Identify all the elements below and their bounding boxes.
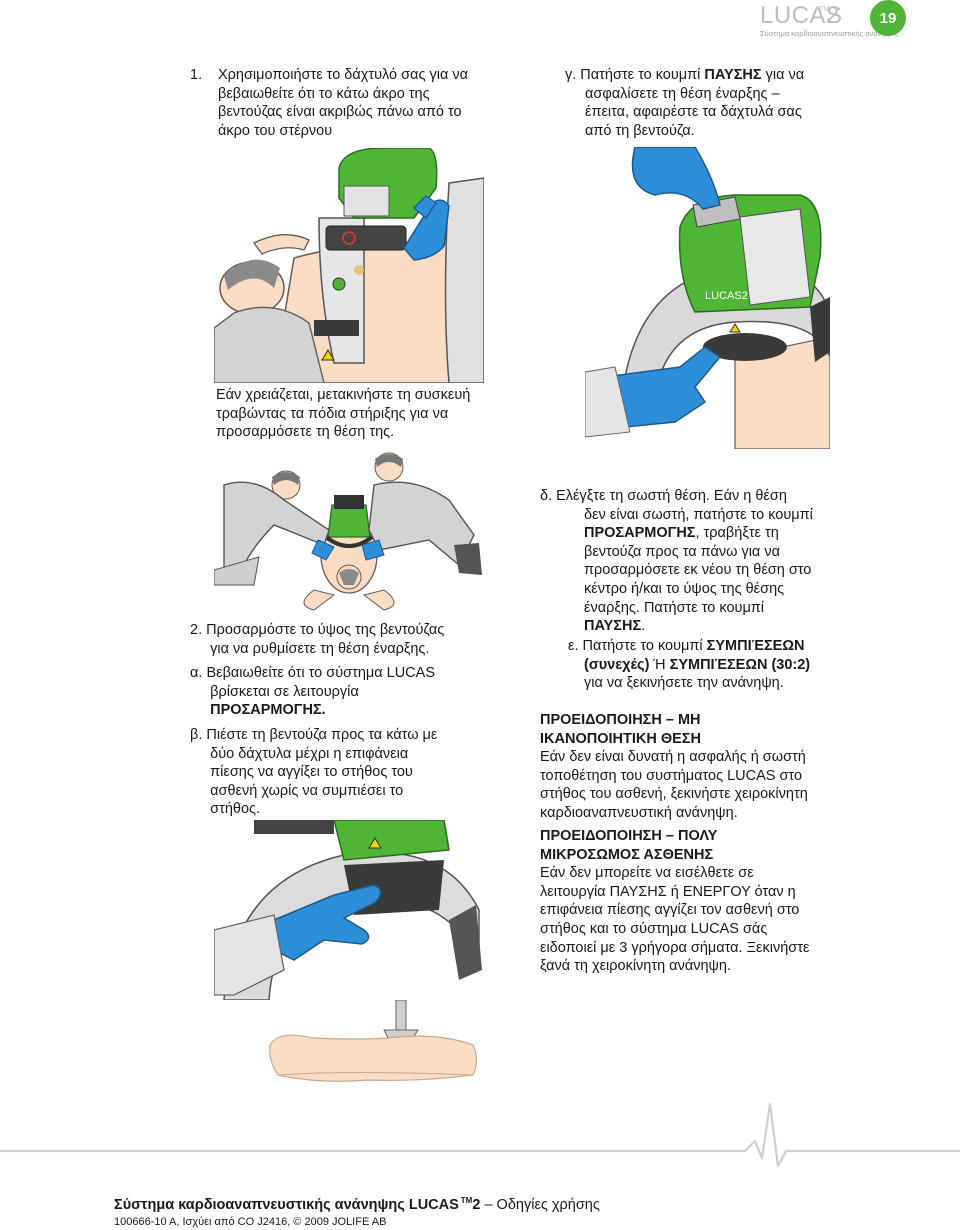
step-2b-line: δύο δάχτυλα μέχρι η επιφάνεια	[190, 745, 409, 762]
warning-2-title: ΜΙΚΡΟΣΩΜΟΣ ΑΣΘΕΝΗΣ	[540, 846, 714, 863]
warning-2-line: ειδοποιεί με 3 γρήγορα σήματα. Ξεκινήστε	[540, 939, 810, 956]
step-1-line: Χρησιμοποιήστε το δάχτυλό σας για να	[218, 67, 469, 83]
footer-title-text: Σύστημα καρδιοαναπνευστικής ανάνηψης LUC…	[114, 1196, 459, 1213]
illustration-two-fingers-press	[214, 820, 484, 1000]
step-g-line: ασφαλίσετε τη θέση έναρξης –	[585, 85, 780, 102]
brand-tagline: Σύστημα καρδιοαναπνευστικής ανάνηψης	[760, 29, 899, 38]
step-d-line: , τραβήξτε τη	[695, 525, 779, 542]
device-label: LUCAS2	[705, 290, 748, 302]
step-1-line: άκρο του στέρνου	[218, 122, 333, 139]
move-note-line: προσαρμόσετε τη θέση της.	[216, 424, 395, 441]
step-g-line: από τη βεντούζα.	[585, 122, 695, 139]
illustration-finger-sternum	[214, 148, 484, 383]
ecg-line-decoration	[0, 1102, 960, 1168]
footer-title: Σύστημα καρδιοαναπνευστικής ανάνηψης LUC…	[114, 1196, 600, 1213]
warning-1-title: ΠΡΟΕΙΔΟΠΟΙΗΣΗ – ΜΗ	[540, 712, 701, 728]
step-2-text: 2. Προσαρμόστε το ύψος της βεντούζας για…	[190, 621, 530, 819]
warning-1-line: τοποθέτηση του συστήματος LUCAS στο	[540, 767, 803, 784]
step-1-number: 1.	[190, 67, 203, 83]
step-2b-line: πίεσης να αγγίξει το στήθος του	[190, 764, 413, 781]
step-d-adjust-keyword: ΠΡΟΣΑΡΜΟΓΗΣ	[584, 525, 696, 542]
step-2b-line: ασθενή χωρίς να συμπιέσει το	[190, 782, 404, 799]
step-g-line1-a: γ. Πατήστε το κουμπί	[565, 67, 705, 83]
step-2-line: για να ρυθμίσετε τη θέση έναρξης.	[190, 640, 430, 657]
warning-2-line: επιφάνεια πίεσης αγγίζει τον ασθενή στο	[540, 902, 800, 919]
illustration-two-rescuers	[214, 445, 484, 615]
step-d-line: βεντούζα προς τα πάνω για να	[584, 543, 780, 560]
move-device-note: Εάν χρειάζεται, μετακινήστε τη συσκευή τ…	[216, 386, 546, 442]
footer-title-rest: – Οδηγίες χρήσης	[480, 1196, 600, 1213]
step-d-line: δεν είναι σωστή, πατήστε το κουμπί	[584, 506, 813, 523]
step-2b-line: στήθος.	[190, 801, 261, 818]
warning-2-line: ξανά τη χειροκίνητη ανάνηψη.	[540, 958, 731, 975]
warning-unsatisfactory-position: ΠΡΟΕΙΔΟΠΟΙΗΣΗ – ΜΗ ΙΚΑΝΟΠΟΙΗΤΙΚΗ ΘΕΣΗ Εά…	[540, 711, 870, 823]
warning-small-patient: ΠΡΟΕΙΔΟΠΟΙΗΣΗ – ΠΟΛΥ ΜΙΚΡΟΣΩΜΟΣ ΑΣΘΕΝΗΣ …	[540, 827, 870, 976]
illustration-side-view-chest	[268, 1000, 480, 1090]
footer-title-tm: TM	[460, 1196, 473, 1205]
warning-2-title: ΠΡΟΕΙΔΟΠΟΙΗΣΗ – ΠΟΛΥ	[540, 828, 718, 844]
step-g-text: γ. Πατήστε το κουμπί ΠΑΥΣΗΣ για να ασφαλ…	[565, 66, 905, 140]
footer-document-id: 100666-10 A, Ισχύει από CO J2416, © 2009…	[114, 1216, 387, 1228]
step-d-line: .	[641, 618, 646, 635]
page-number-badge: 19	[870, 0, 906, 36]
step-e-compressions-keyword: ΣΥΜΠΙΈΣΕΩΝ	[706, 638, 805, 654]
step-d-pause-keyword: ΠΑΥΣΗΣ	[584, 618, 642, 635]
step-2-line: 2. Προσαρμόστε το ύψος της βεντούζας	[190, 622, 445, 638]
step-d-text: δ. Ελέγξτε τη σωστή θέση. Εάν η θέση δεν…	[540, 487, 870, 636]
warning-1-title: ΙΚΑΝΟΠΟΙΗΤΙΚΗ ΘΕΣΗ	[540, 730, 701, 747]
move-note-line: τραβώντας τα πόδια στήριξης για να	[216, 405, 449, 422]
step-e-line1: ε. Πατήστε το κουμπί	[568, 638, 707, 654]
brand-logo-version: 2	[826, 2, 840, 29]
warning-2-line: λειτουργία ΠΑΥΣΗΣ ή ΕΝΕΡΓΟΥ όταν η	[540, 883, 796, 900]
illustration-press-pause: LUCAS2	[585, 147, 830, 449]
step-g-pause-keyword: ΠΑΥΣΗΣ	[704, 67, 762, 83]
warning-1-line: στήθος του ασθενή, ξεκινήστε χειροκίνητη	[540, 786, 808, 803]
step-2a-line: α. Βεβαιωθείτε ότι το σύστημα LUCAS	[190, 665, 435, 682]
step-d-line: προσαρμόσετε εκ νέου τη θέση στο	[584, 562, 812, 579]
step-1-line: βεβαιωθείτε ότι το κάτω άκρο της	[218, 85, 430, 102]
step-g-line: έπειτα, αφαιρέστε τα δάχτυλά σας	[585, 104, 802, 121]
footer-title-num: 2	[472, 1196, 481, 1213]
brand-logo-tm: TM	[819, 6, 830, 13]
step-e-text: ε. Πατήστε το κουμπί ΣΥΜΠΙΈΣΕΩΝ (συνεχές…	[568, 637, 888, 693]
step-d-line: κέντρο ή/και το ύψος της θέσης	[584, 580, 785, 597]
warning-1-line: Εάν δεν είναι δυνατή η ασφαλής ή σωστή	[540, 749, 806, 766]
warning-2-line: Εάν δεν μπορείτε να εισέλθετε σε	[540, 865, 754, 882]
step-e-or: Ή	[649, 656, 670, 673]
step-2a-line: βρίσκεται σε λειτουργία	[190, 683, 359, 700]
brand-logo: LUCAS	[760, 2, 843, 29]
warning-2-line: στήθος και το σύστημα LUCAS σάς	[540, 920, 768, 937]
step-d-line: έναρξης. Πατήστε το κουμπί	[584, 599, 765, 616]
warning-1-line: καρδιοαναπνευστική ανάνηψη.	[540, 804, 738, 821]
step-1-text: 1. Χρησιμοποιήστε το δάχτυλό σας για να …	[190, 66, 530, 140]
step-e-line: για να ξεκινήσετε την ανάνηψη.	[584, 675, 784, 692]
step-2b-line: β. Πιέστε τη βεντούζα προς τα κάτω με	[190, 726, 438, 743]
move-note-line: Εάν χρειάζεται, μετακινήστε τη συσκευή	[216, 387, 471, 403]
step-2a-adjust-keyword: ΠΡΟΣΑΡΜΟΓΗΣ.	[190, 702, 326, 719]
step-e-compressions-30-2-keyword: ΣΥΜΠΙΈΣΕΩΝ (30:2)	[669, 656, 811, 673]
step-d-line: δ. Ελέγξτε τη σωστή θέση. Εάν η θέση	[540, 488, 787, 504]
step-g-line1-c: για να	[761, 67, 805, 83]
step-e-continuous-keyword: (συνεχές)	[584, 656, 650, 673]
step-1-line: βεντούζας είναι ακριβώς πάνω από το	[218, 104, 462, 121]
